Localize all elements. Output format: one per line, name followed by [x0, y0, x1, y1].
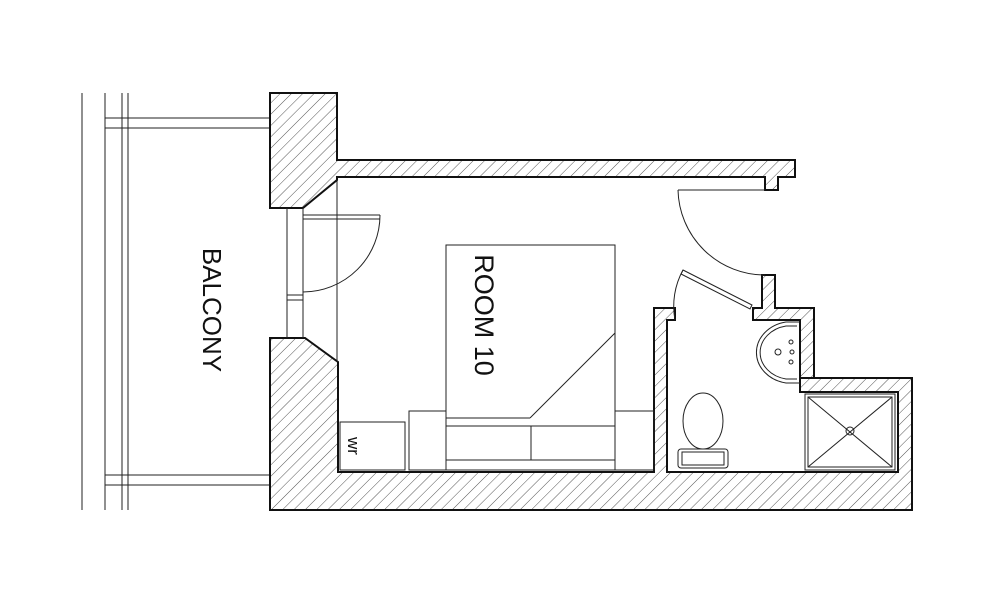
balcony-railing	[81, 93, 270, 510]
room-label: ROOM 10	[469, 254, 499, 376]
nightstand-right	[614, 410, 655, 471]
wall-bathroom-upper	[752, 274, 815, 379]
sink	[756, 321, 800, 384]
entrance-door[interactable]	[677, 189, 766, 276]
bed	[445, 244, 616, 471]
wardrobe: wr	[339, 421, 406, 471]
toilet	[677, 392, 729, 469]
drain-icon	[845, 426, 855, 436]
bathroom-door[interactable]	[673, 269, 753, 321]
shower	[804, 393, 896, 471]
wall-upper-left	[269, 92, 796, 209]
wardrobe-label: wr	[344, 436, 363, 455]
balcony-door[interactable]	[286, 180, 381, 362]
walls	[269, 92, 913, 511]
wall-lower-left-and-bottom	[269, 307, 913, 511]
nightstand-left	[408, 410, 447, 471]
balcony-label: BALCONY	[197, 248, 227, 372]
